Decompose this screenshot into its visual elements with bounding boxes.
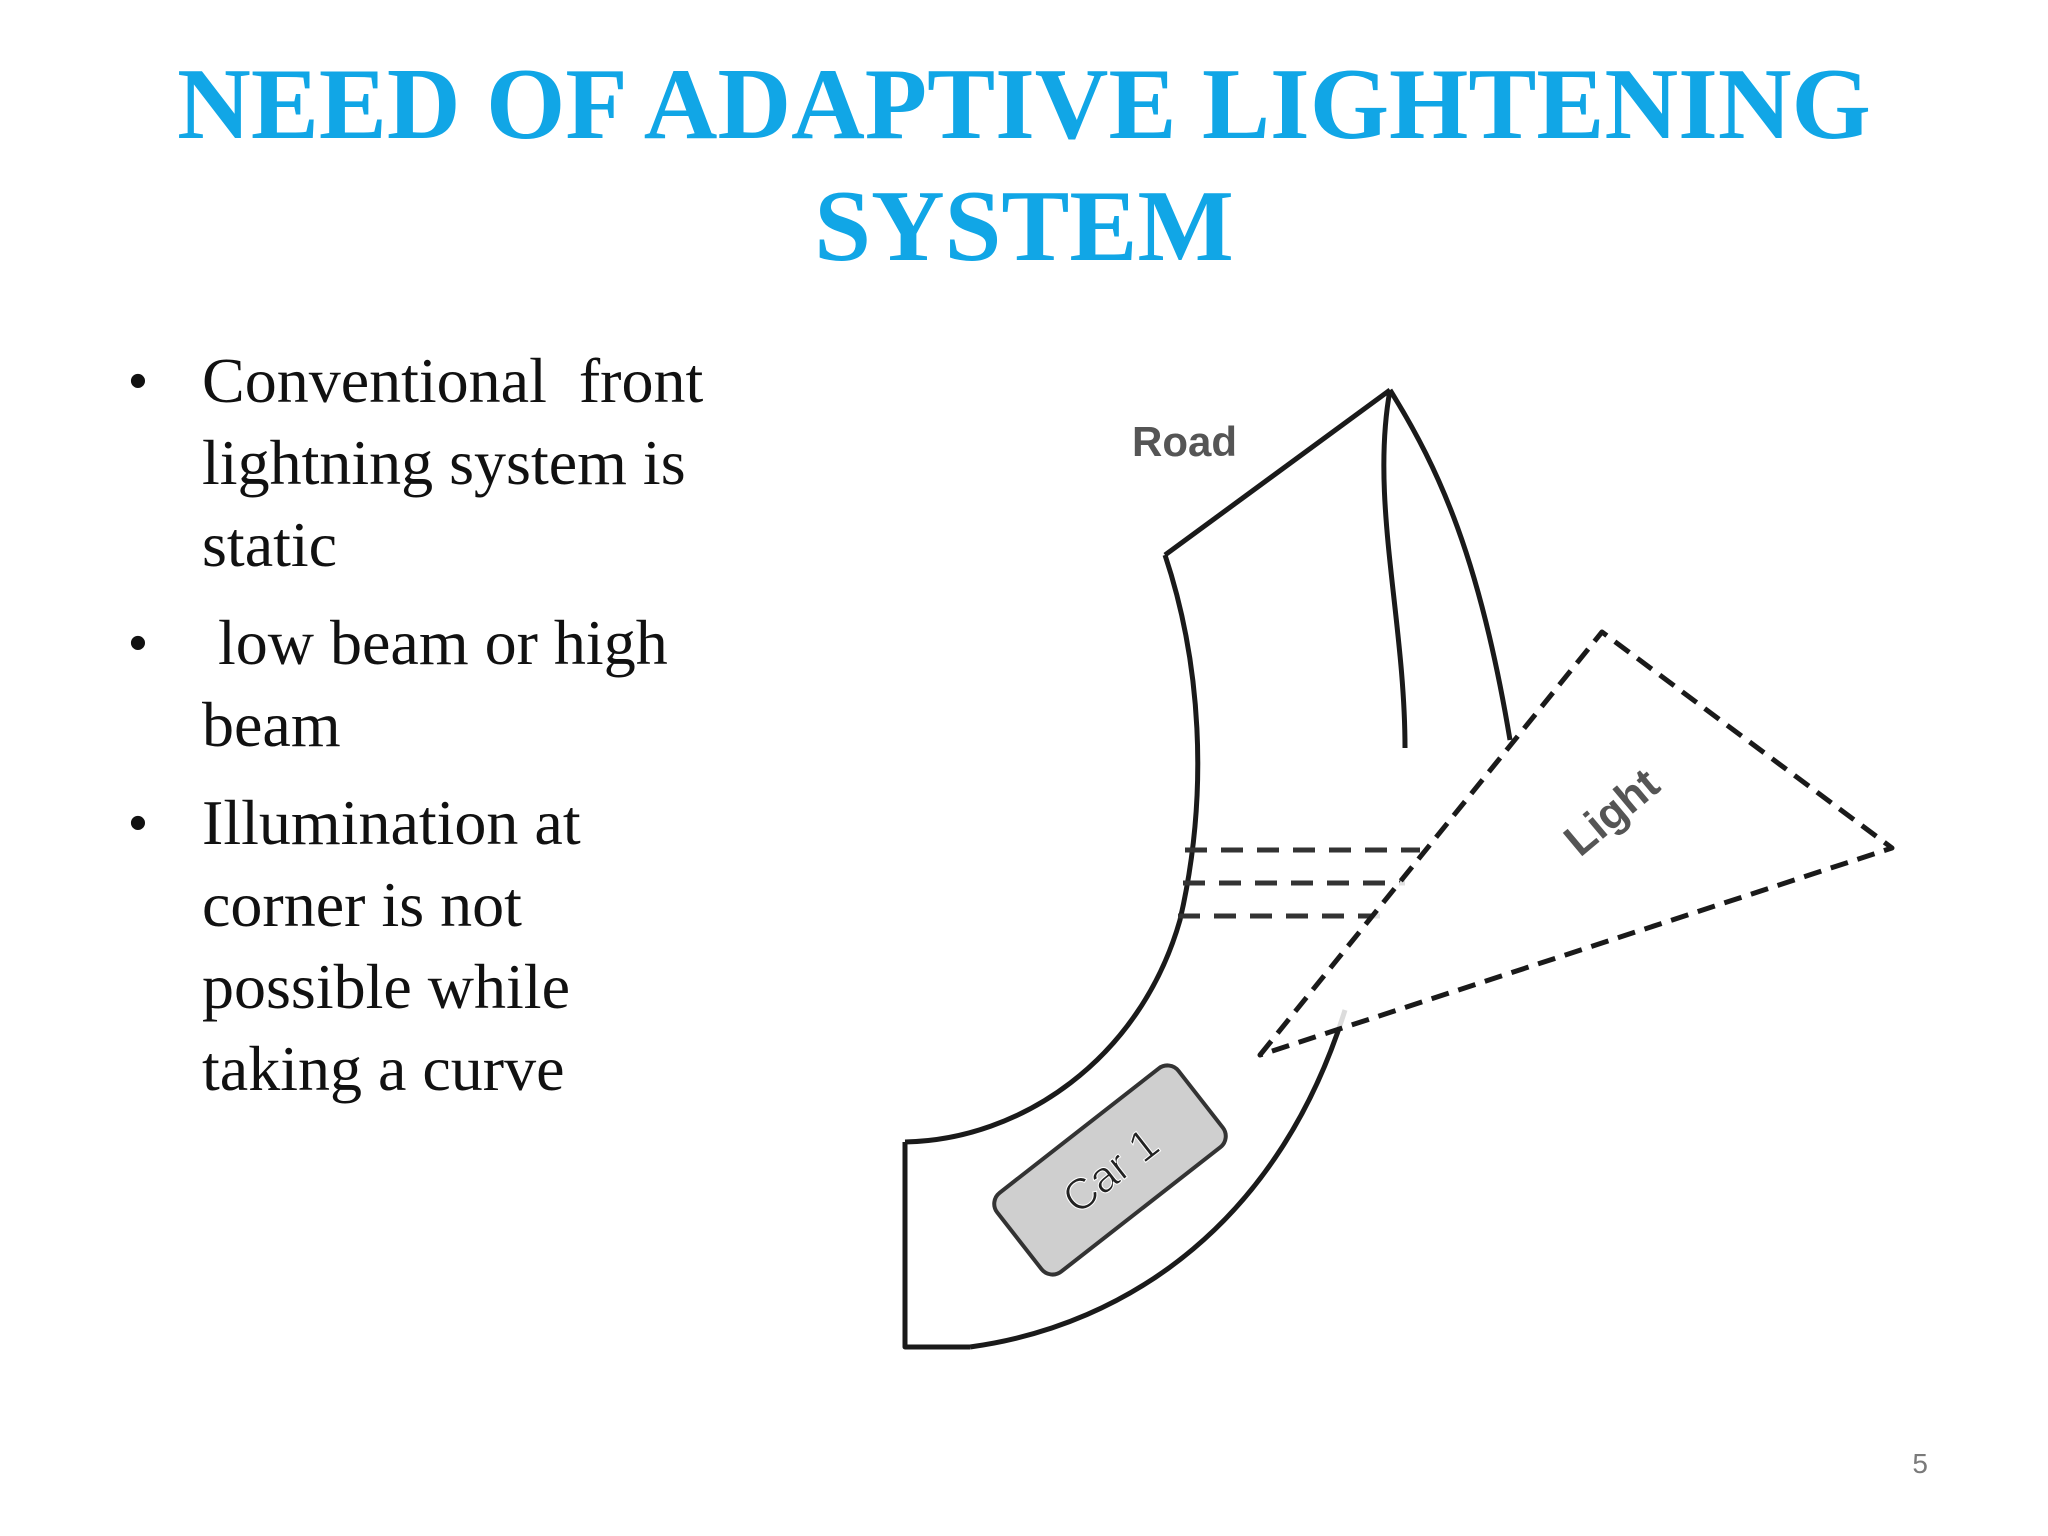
- bullet-item: • low beam or high beam: [118, 602, 778, 766]
- road-dashed-lines: [1178, 847, 1420, 919]
- bullet-text-line: taking a curve: [202, 1033, 565, 1104]
- bullet-item: • Conventional front lightning system is…: [118, 340, 778, 586]
- bullet-icon: •: [128, 614, 148, 672]
- slide-title: NEED OF ADAPTIVE LIGHTENING SYSTEM: [0, 44, 2048, 288]
- car-body: [992, 1063, 1228, 1277]
- road-outer-edge-upper: [1381, 389, 1408, 749]
- bullet-text-line: corner is not: [202, 869, 522, 940]
- bullet-text-line: Conventional front: [202, 345, 704, 416]
- road-outer-edge-top: [1387, 388, 1513, 741]
- light-beam: [1257, 629, 1895, 1058]
- road-shape: [902, 387, 1513, 1350]
- road-start-cap: [902, 1142, 970, 1350]
- road-label: Road: [1132, 418, 1237, 465]
- bullet-text-line: lightning system is: [202, 427, 686, 498]
- bullet-text-line: beam: [202, 689, 341, 760]
- bullet-item: • Illumination at corner is not possible…: [118, 782, 778, 1110]
- light-beam-triangle: [1257, 629, 1895, 1058]
- bullet-list: • Conventional front lightning system is…: [118, 340, 778, 1126]
- bullet-icon: •: [128, 794, 148, 852]
- road-outer-edge: [969, 1009, 1348, 1350]
- bullet-text-line: static: [202, 509, 338, 580]
- road-inner-edge: [904, 554, 1201, 1145]
- page-number: 5: [1912, 1448, 1928, 1479]
- road-curve-diagram: Car 1 Road Light: [902, 387, 1895, 1350]
- slide-title-line-1: NEED OF ADAPTIVE LIGHTENING: [177, 48, 1871, 161]
- bullet-text-line: low beam or high: [202, 607, 668, 678]
- slide-title-line-2: SYSTEM: [814, 170, 1234, 283]
- bullet-text-line: Illumination at: [202, 787, 581, 858]
- bullet-icon: •: [128, 352, 148, 410]
- bullet-text-line: possible while: [202, 951, 570, 1022]
- road-end-cap: [1163, 387, 1392, 558]
